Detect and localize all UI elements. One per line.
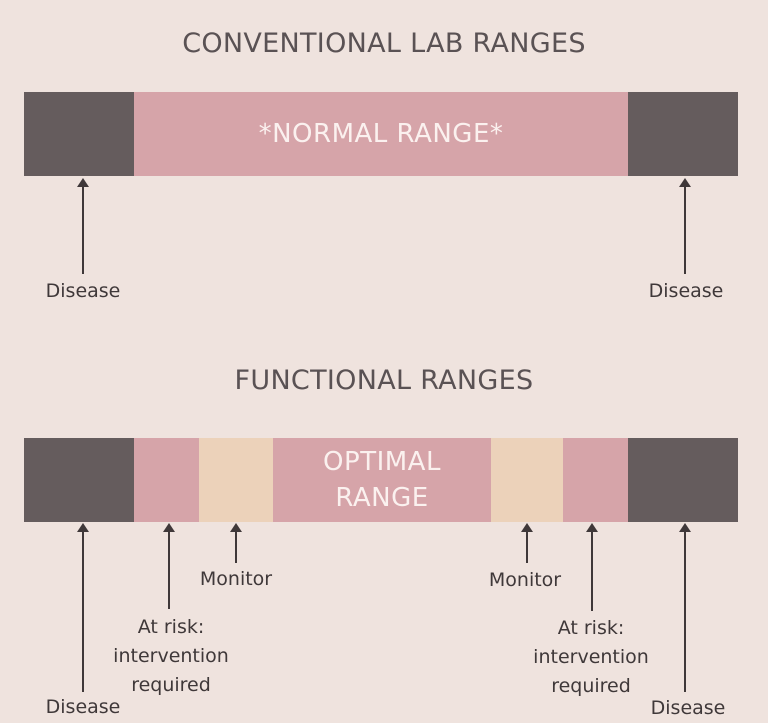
functional-at-risk-right-label: At risk: intervention required bbox=[533, 617, 649, 697]
arrow-up-icon bbox=[679, 523, 691, 692]
disease-segment-right bbox=[628, 438, 738, 522]
disease-segment-left bbox=[24, 438, 134, 522]
functional-title: FUNCTIONAL RANGES bbox=[234, 365, 534, 396]
monitor-segment-right bbox=[491, 438, 563, 522]
monitor-segment-left bbox=[199, 438, 273, 522]
conventional-disease-left-label: Disease bbox=[45, 280, 121, 302]
functional-at-risk-left-label: At risk: intervention required bbox=[113, 616, 229, 696]
at-risk-segment-left bbox=[134, 438, 199, 522]
arrow-up-icon bbox=[77, 178, 89, 274]
at-risk-segment-right bbox=[563, 438, 628, 522]
arrow-up-icon bbox=[679, 178, 691, 274]
conventional-range-bar: *NORMAL RANGE* bbox=[24, 92, 738, 176]
arrow-up-icon bbox=[163, 523, 175, 609]
optimal-range-segment: OPTIMAL RANGE bbox=[273, 438, 491, 522]
arrow-up-icon bbox=[521, 523, 533, 563]
functional-range-bar: OPTIMAL RANGE bbox=[24, 438, 738, 522]
arrow-up-icon bbox=[77, 523, 89, 692]
functional-disease-left-label: Disease bbox=[45, 696, 121, 718]
normal-range-label: *NORMAL RANGE* bbox=[258, 119, 504, 149]
disease-segment-left bbox=[24, 92, 134, 176]
functional-monitor-left-label: Monitor bbox=[199, 568, 273, 590]
optimal-range-label: OPTIMAL RANGE bbox=[323, 447, 441, 513]
conventional-title: CONVENTIONAL LAB RANGES bbox=[182, 28, 586, 59]
conventional-disease-right-label: Disease bbox=[648, 280, 724, 302]
functional-disease-right-label: Disease bbox=[650, 697, 726, 719]
disease-segment-right bbox=[628, 92, 738, 176]
functional-monitor-right-label: Monitor bbox=[488, 569, 562, 591]
normal-range-segment: *NORMAL RANGE* bbox=[134, 92, 628, 176]
arrow-up-icon bbox=[230, 523, 242, 563]
arrow-up-icon bbox=[586, 523, 598, 611]
